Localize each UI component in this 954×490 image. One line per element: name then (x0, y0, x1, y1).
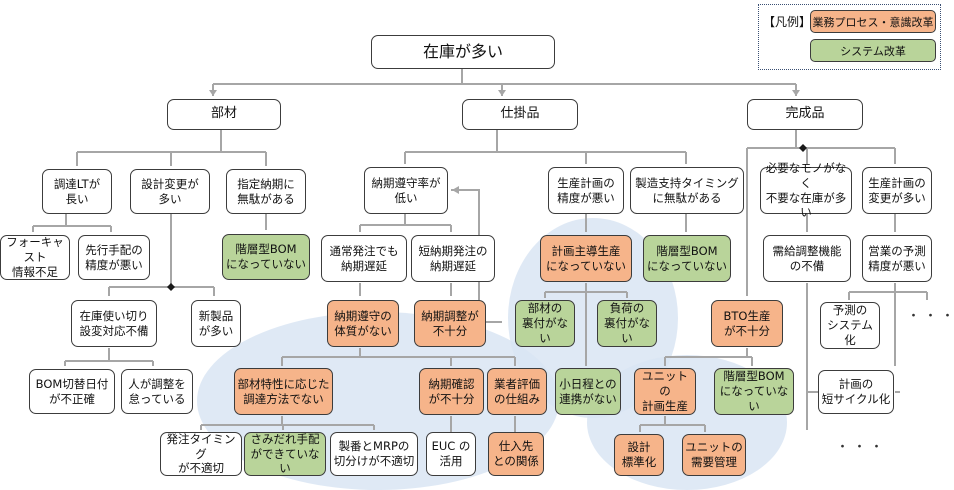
node-parts-backing: 部材の 裏付がない (515, 300, 575, 347)
node-euc: EUC の 活用 (426, 432, 476, 476)
category-parts: 部材 (167, 99, 281, 130)
node-forecast-accuracy: 営業の予測 精度が悪い (862, 235, 932, 282)
node-plan-driven: 計画主導生産 になっていない (540, 235, 632, 282)
node-timing-waste: 製造支持タイミング に無駄がある (630, 167, 744, 214)
node-forecast-info: フォーキャスト 情報不足 (0, 235, 70, 280)
node-unit-plan: ユニットの 計画生産 (634, 368, 696, 415)
node-small-schedule: 小日程との 連携がない (555, 368, 621, 415)
node-plan-accuracy: 生産計画の 精度が悪い (548, 167, 624, 214)
node-short-cycle: 計画の 短サイクル化 (818, 370, 894, 414)
node-adjust-lazy: 人が調整を 怠っている (121, 369, 193, 414)
node-bom-date: BOM切替日付 が不正確 (29, 369, 115, 414)
node-normal-delay: 通常発注でも 納期遅延 (321, 235, 407, 282)
continuation-dots: ・・・ (836, 440, 888, 455)
category-wip: 仕掛品 (462, 99, 578, 130)
diagram-canvas: 在庫が多い 部材 仕掛品 完成品 調達LTが 長い 設計変更が 多い 指定納期に… (0, 4, 954, 490)
node-material-method: 部材特性に応じた 調達方法でない (234, 368, 333, 415)
node-bom-layer-parts: 階層型BOM になっていない (222, 234, 310, 280)
node-bto-lack: BTO生産 が不十分 (711, 300, 783, 347)
node-prediction-system: 予測の システム化 (820, 302, 880, 349)
node-unit-demand: ユニットの 需要管理 (682, 434, 746, 476)
node-load-backing: 負荷の 裏付がない (597, 300, 657, 347)
legend-system-chip: システム改革 (810, 39, 936, 62)
node-mrp-split: 製番とMRPの 切分けが不適切 (330, 432, 418, 476)
node-demand-adjust: 需給調整機能 の不備 (763, 235, 851, 282)
node-advance-order: 先行手配の 精度が悪い (78, 235, 150, 280)
node-use-up: 在庫使い切り 設変対応不備 (71, 300, 157, 347)
continuation-dots: ・・・ (907, 309, 954, 324)
node-delivery-waste: 指定納期に 無駄がある (226, 169, 306, 214)
node-short-delay: 短納期発注の 納期遅延 (411, 235, 495, 282)
node-supplier: 仕入先 との関係 (488, 432, 544, 476)
node-design-std: 設計 標準化 (614, 434, 664, 476)
node-new-products: 新製品 が多い (191, 300, 241, 347)
node-confirm-lack: 納期確認 が不十分 (419, 368, 484, 415)
node-design-change: 設計変更が 多い (130, 169, 210, 214)
node-compliance-low: 納期遵守率が 低い (364, 167, 448, 214)
connector-lines (32, 68, 928, 432)
node-order-timing: 発注タイミング が不適切 (160, 432, 242, 476)
legend-title: 【凡例】 (763, 15, 812, 29)
node-stagger: さみだれ手配 ができていない (244, 432, 326, 476)
node-bom-layer-finished: 階層型BOM になっていない (714, 368, 794, 415)
legend: 【凡例】 業務プロセス・意識改革 システム改革 (758, 4, 941, 70)
node-no-discipline: 納期遵守の 体質がない (327, 300, 399, 347)
node-bom-layer-wip: 階層型BOM になっていない (643, 235, 731, 282)
category-finished: 完成品 (747, 99, 863, 130)
root-node: 在庫が多い (371, 35, 555, 69)
node-procurement-lt: 調達LTが 長い (42, 169, 112, 214)
legend-business-chip: 業務プロセス・意識改革 (810, 10, 936, 33)
node-plan-change: 生産計画の 変更が多い (862, 167, 932, 214)
node-unnecessary-stock: 必要なモノがなく 不要な在庫が多い (760, 161, 852, 219)
node-adjust-lack: 納期調整が 不十分 (414, 300, 486, 347)
node-vendor-eval: 業者評価 の仕組み (487, 368, 547, 415)
